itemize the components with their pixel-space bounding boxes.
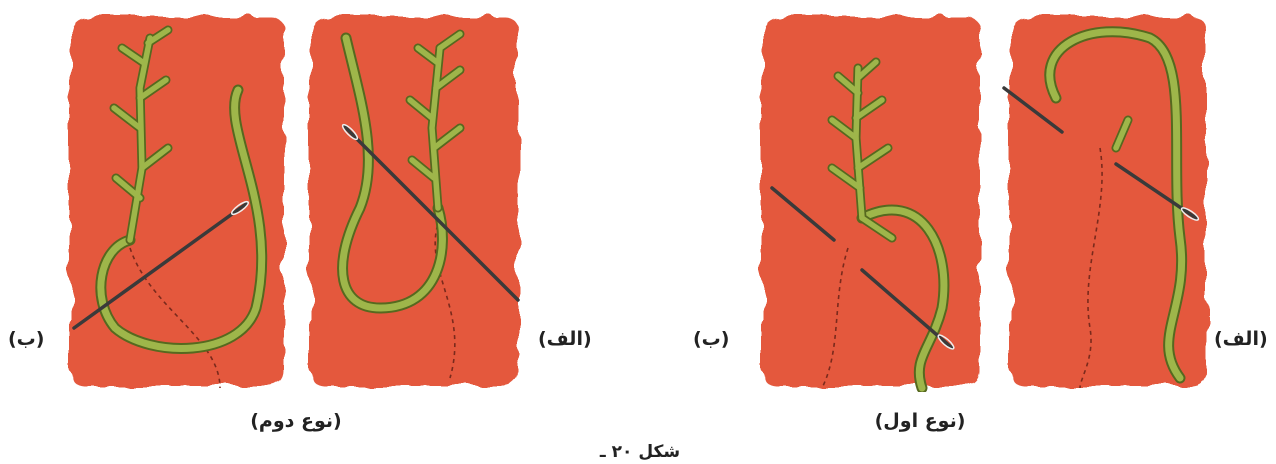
feather-stitch-type1-a-icon bbox=[1000, 8, 1212, 392]
type1-panel-a-label: (الف) bbox=[1214, 328, 1268, 350]
type1-panel-b bbox=[752, 8, 988, 392]
type1-panel-a bbox=[1000, 8, 1212, 392]
type1-panel-b-label: (ب) bbox=[693, 328, 729, 350]
type2-panel-a bbox=[300, 8, 528, 392]
type2-panel-a-label: (الف) bbox=[538, 328, 592, 350]
feather-stitch-type1-b-icon bbox=[752, 8, 988, 392]
feather-stitch-type2-b-icon bbox=[60, 8, 292, 392]
feather-stitch-type2-a-icon bbox=[300, 8, 528, 392]
type1-caption: (نوع اول) bbox=[875, 410, 966, 432]
type2-panel-b-label: (ب) bbox=[8, 328, 44, 350]
type2-panel-b bbox=[60, 8, 292, 392]
type2-caption: (نوع دوم) bbox=[250, 410, 342, 432]
figure-title: شکل ۲۰ ـ bbox=[600, 442, 680, 462]
